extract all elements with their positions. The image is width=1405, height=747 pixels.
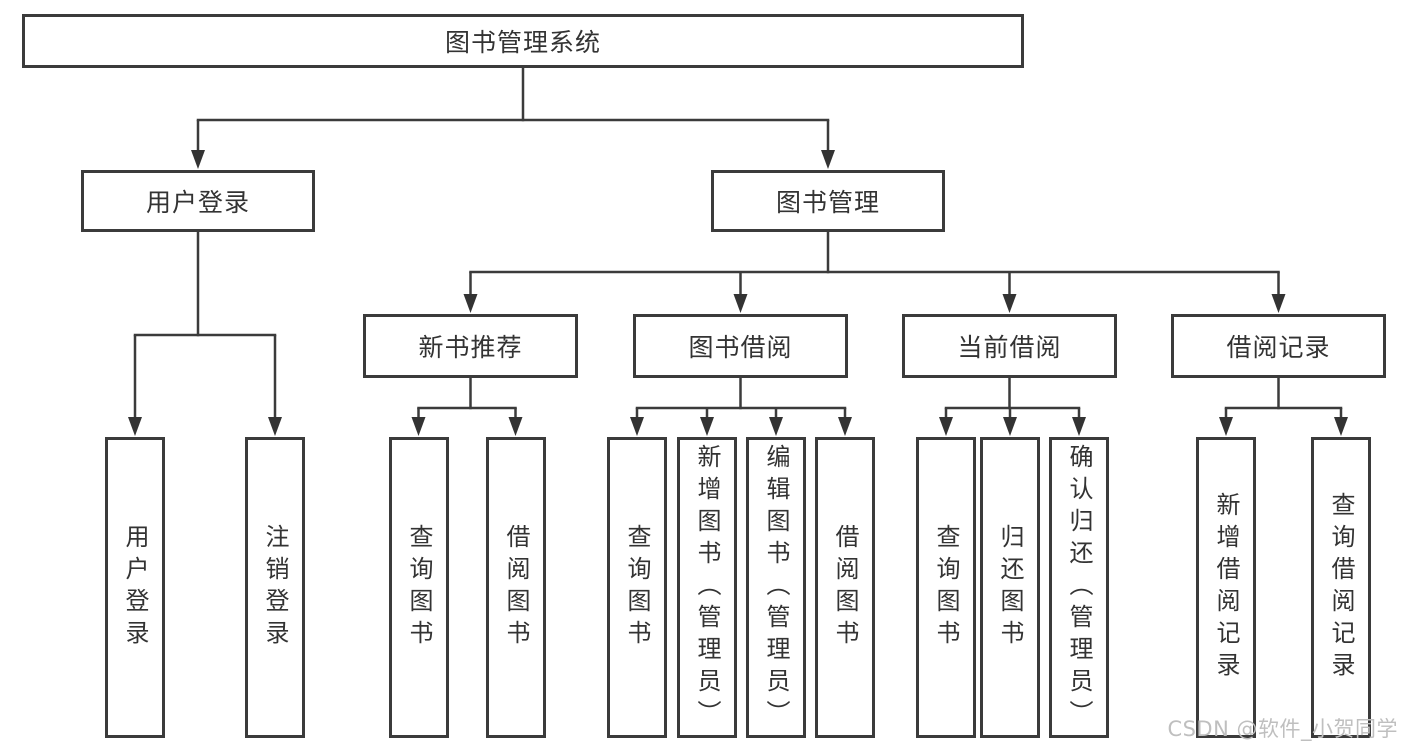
leaf-borrow-books-recommend-label: 借阅图书	[502, 523, 530, 652]
csdn-watermark: CSDN @软件_小贺同学	[1167, 717, 1398, 741]
leaf-add-borrow-record: 新增借阅记录	[1196, 437, 1256, 738]
node-borrow-records-label: 借阅记录	[1226, 333, 1331, 362]
node-book-management-label: 图书管理	[775, 188, 880, 217]
node-user-login-label: 用户登录	[145, 188, 250, 217]
leaf-add-book-admin-label: 新增图书（管理员）	[693, 443, 721, 732]
leaf-confirm-return-admin-label: 确认归还（管理员）	[1065, 443, 1093, 732]
leaf-edit-book-admin: 编辑图书（管理员）	[746, 437, 806, 738]
leaf-confirm-return-admin: 确认归还（管理员）	[1049, 437, 1109, 738]
leaf-query-books-recommend: 查询图书	[389, 437, 449, 738]
node-root-system: 图书管理系统	[22, 14, 1024, 68]
leaf-query-borrow-record: 查询借阅记录	[1311, 437, 1371, 738]
leaf-user-login-label: 用户登录	[121, 523, 149, 652]
leaf-edit-book-admin-label: 编辑图书（管理员）	[762, 443, 790, 732]
leaf-query-books-current-label: 查询图书	[932, 523, 960, 652]
leaf-query-books-borrow: 查询图书	[607, 437, 667, 738]
leaf-logout-login: 注销登录	[245, 437, 305, 738]
leaf-user-login: 用户登录	[105, 437, 165, 738]
leaf-query-borrow-record-label: 查询借阅记录	[1327, 491, 1355, 684]
node-borrow-records: 借阅记录	[1171, 314, 1386, 378]
leaf-query-books-recommend-label: 查询图书	[405, 523, 433, 652]
leaf-add-borrow-record-label: 新增借阅记录	[1212, 491, 1240, 684]
leaf-return-books-label: 归还图书	[996, 523, 1024, 652]
leaf-borrow-books-label: 借阅图书	[831, 523, 859, 652]
leaf-borrow-books: 借阅图书	[815, 437, 875, 738]
node-new-book-recommend-label: 新书推荐	[418, 333, 523, 362]
leaf-logout-login-label: 注销登录	[261, 523, 289, 652]
node-book-borrow: 图书借阅	[633, 314, 848, 378]
leaf-return-books: 归还图书	[980, 437, 1040, 738]
node-current-borrow: 当前借阅	[902, 314, 1117, 378]
node-book-management: 图书管理	[711, 170, 945, 232]
node-current-borrow-label: 当前借阅	[957, 333, 1062, 362]
leaf-borrow-books-recommend: 借阅图书	[486, 437, 546, 738]
node-new-book-recommend: 新书推荐	[363, 314, 578, 378]
leaf-query-books-current: 查询图书	[916, 437, 976, 738]
leaf-add-book-admin: 新增图书（管理员）	[677, 437, 737, 738]
node-root-system-label: 图书管理系统	[444, 28, 601, 57]
node-book-borrow-label: 图书借阅	[688, 333, 793, 362]
node-user-login: 用户登录	[81, 170, 315, 232]
leaf-query-books-borrow-label: 查询图书	[623, 523, 651, 652]
